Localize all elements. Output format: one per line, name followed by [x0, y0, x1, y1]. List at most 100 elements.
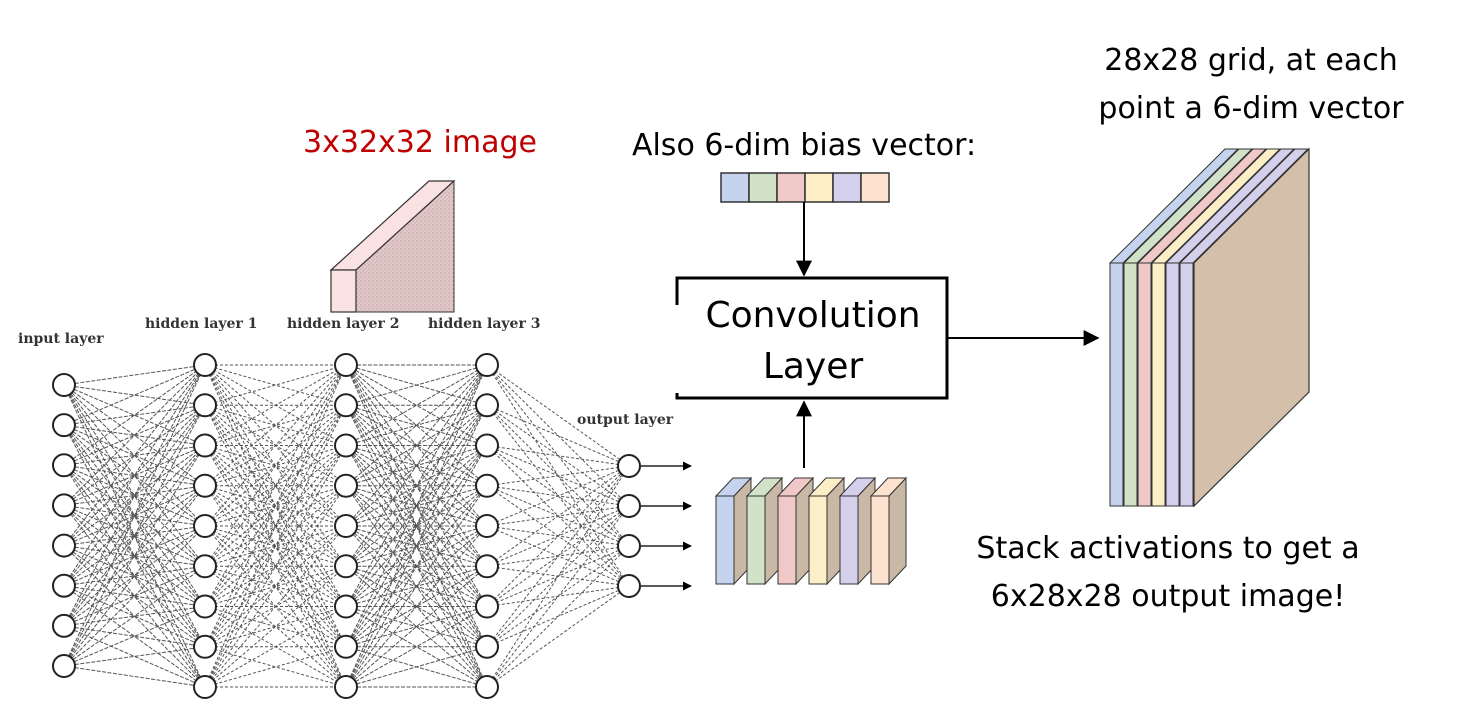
- nn-edge: [63, 364, 206, 386]
- nn-node: [52, 453, 76, 478]
- nn-edge: [63, 364, 206, 426]
- nn-node: [475, 514, 499, 538]
- nn-edge: [63, 545, 206, 567]
- filter-box: [745, 476, 784, 586]
- bias-cell: [804, 172, 834, 203]
- nn-edge: [345, 525, 488, 607]
- nn-edge: [204, 646, 347, 688]
- output-slice: [1136, 148, 1268, 507]
- nn-edge: [204, 646, 347, 688]
- neural-net-labels: input layer hidden layer 1 hidden layer …: [18, 316, 674, 428]
- nn-edge: [63, 445, 206, 546]
- nn-edge: [486, 465, 630, 607]
- output-activations: 28x28 grid, at each point a 6-dim vector…: [976, 43, 1404, 614]
- nn-edge: [345, 485, 488, 688]
- nn-edge: [63, 485, 206, 506]
- nn-edge: [204, 606, 347, 648]
- nn-node: [334, 433, 358, 458]
- output-slice-front: [1179, 262, 1194, 507]
- nn-edge: [63, 646, 206, 667]
- nn-edge: [63, 485, 206, 587]
- nn-edge: [204, 364, 347, 688]
- nn-node: [617, 534, 641, 558]
- nn-edge: [204, 445, 347, 688]
- input-image-front-face: [330, 269, 357, 313]
- nn-edge: [345, 445, 488, 567]
- nn-edge: [63, 585, 206, 648]
- nn-node: [334, 393, 358, 418]
- nn-edge: [486, 465, 630, 567]
- convolution-layer: Convolution Layer: [670, 276, 1100, 468]
- nn-edge: [63, 625, 206, 648]
- filter-front: [808, 495, 828, 585]
- nn-edge: [63, 485, 206, 627]
- output-bottom-label-line1: Stack activations to get a: [976, 531, 1359, 566]
- output-slice: [1150, 148, 1282, 507]
- nn-edge: [63, 606, 206, 667]
- nn-edge: [486, 585, 630, 688]
- nn-edge: [204, 364, 347, 406]
- nn-edge: [486, 465, 630, 648]
- nn-edge: [63, 665, 206, 688]
- nn-edge: [63, 404, 206, 426]
- nn-node: [193, 393, 217, 418]
- nn-edge: [204, 565, 347, 607]
- nn-edge: [345, 404, 488, 446]
- nn-edge: [204, 525, 347, 567]
- nn-node: [475, 393, 499, 418]
- nn-edge: [486, 404, 630, 587]
- nn-edge: [204, 404, 347, 648]
- nn-node: [52, 493, 76, 518]
- nn-edge: [204, 404, 347, 648]
- nn-node: [617, 494, 641, 518]
- nn-node: [334, 353, 358, 377]
- nn-edge: [63, 364, 206, 667]
- nn-edge: [63, 545, 206, 607]
- nn-edge: [204, 485, 347, 527]
- nn-edge: [63, 485, 206, 667]
- nn-edge: [204, 565, 347, 607]
- output-slice-front: [1137, 262, 1152, 507]
- nn-edge: [63, 525, 206, 547]
- nn-edge: [204, 404, 347, 567]
- nn-edge: [345, 606, 488, 688]
- nn-edge: [345, 565, 488, 648]
- nn-node: [334, 594, 358, 619]
- nn-node: [475, 675, 499, 699]
- nn-edge: [63, 445, 206, 627]
- nn-edge: [63, 525, 206, 627]
- nn-node: [334, 473, 358, 498]
- nn-edge: [63, 525, 206, 587]
- output-slice-front: [1109, 262, 1124, 507]
- nn-edge: [204, 364, 347, 487]
- filter-box: [714, 476, 753, 586]
- bias-cell: [860, 172, 890, 203]
- nn-edge: [486, 364, 630, 467]
- nn-node: [52, 613, 76, 638]
- nn-node: [52, 413, 76, 438]
- nn-edge: [345, 565, 488, 648]
- nn-node: [475, 554, 499, 579]
- nn-edge: [204, 565, 347, 688]
- nn-node: [193, 353, 217, 377]
- nn-node: [193, 473, 217, 498]
- nn-edge: [204, 525, 347, 688]
- output-slice-front: [1165, 262, 1180, 507]
- nn-node: [193, 433, 217, 458]
- filter-front: [839, 495, 859, 585]
- nn-edge: [486, 465, 630, 527]
- nn-node: [193, 675, 217, 699]
- output-slice: [1122, 148, 1254, 507]
- nn-edge: [204, 485, 347, 688]
- neural-net-nodes: [52, 353, 692, 699]
- nn-edge: [345, 364, 488, 647]
- output-layer-label: output layer: [577, 412, 674, 428]
- bias-cell: [776, 172, 806, 203]
- nn-edge: [204, 606, 347, 648]
- nn-edge: [345, 525, 488, 688]
- nn-edge: [204, 364, 347, 567]
- filter-box: [807, 476, 846, 586]
- nn-edge: [345, 364, 488, 567]
- nn-node: [193, 594, 217, 619]
